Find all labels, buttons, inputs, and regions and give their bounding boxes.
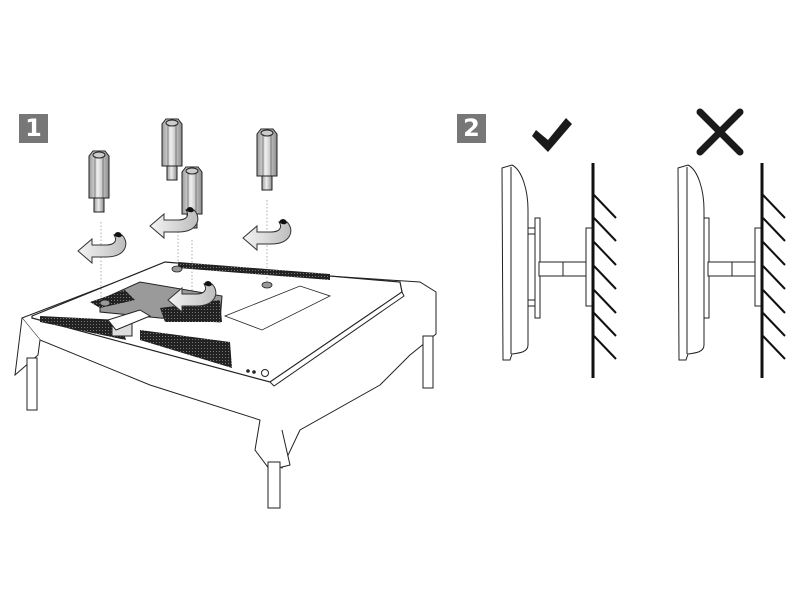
tv-back-panel bbox=[31, 261, 405, 387]
correct-mount-diagram bbox=[501, 163, 617, 378]
spacer-screw bbox=[161, 118, 183, 181]
spacer-screw bbox=[256, 128, 278, 191]
spacer-screw bbox=[88, 150, 110, 213]
table-leg bbox=[422, 335, 434, 389]
rotate-arrow-icon bbox=[242, 218, 292, 251]
table-leg bbox=[26, 357, 38, 411]
step-1-badge: 1 bbox=[19, 114, 48, 143]
table-leg bbox=[267, 461, 281, 509]
step-2-badge: 2 bbox=[457, 114, 486, 143]
rotate-arrow-icon bbox=[77, 231, 127, 264]
incorrect-mount-diagram bbox=[677, 163, 786, 378]
rotate-arrow-icon bbox=[149, 206, 199, 239]
cross-icon bbox=[696, 108, 744, 156]
checkmark-icon bbox=[532, 118, 572, 152]
